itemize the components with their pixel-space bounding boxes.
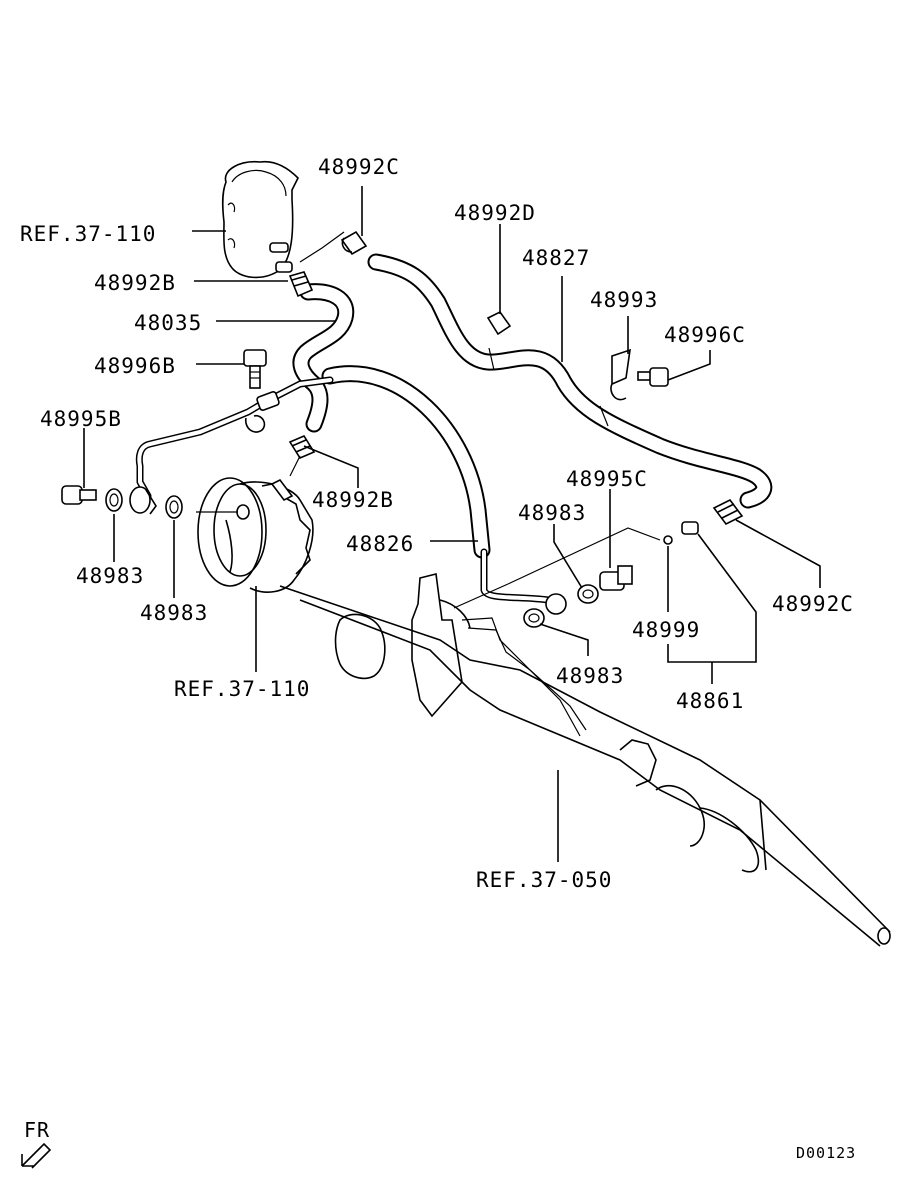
eye-bolt-48995C: [599, 565, 633, 591]
label-48983-right2: 48983: [556, 664, 624, 688]
hose-48035: [292, 283, 355, 433]
label-48992C-right: 48992C: [772, 592, 854, 616]
union-fitting-right: [545, 593, 567, 615]
label-ref-37-110-top: REF.37-110: [20, 222, 156, 246]
fitting-48861: [681, 521, 699, 535]
label-48826: 48826: [346, 532, 414, 556]
washer-48983-right1: [577, 584, 599, 604]
steering-gear: [279, 573, 891, 947]
clamp-48992B-mid: [288, 434, 316, 460]
fitting-48999: [663, 535, 673, 545]
label-48983-left2: 48983: [140, 601, 208, 625]
union-fitting-left: [129, 486, 157, 515]
label-48983-left1: 48983: [76, 564, 144, 588]
power-steering-pump: [197, 477, 314, 593]
bolt-48996C: [637, 367, 669, 387]
clamp-48992C-right: [712, 498, 744, 526]
label-48992D: 48992D: [454, 201, 536, 225]
label-48995C: 48995C: [566, 467, 648, 491]
eye-bolt-48995B: [61, 485, 97, 505]
label-48996B: 48996B: [94, 354, 176, 378]
hose-48827: [367, 253, 773, 509]
label-48992B-top: 48992B: [94, 271, 176, 295]
washer-48983-left1: [105, 488, 123, 512]
label-48999: 48999: [632, 618, 700, 642]
bracket-48993: [610, 348, 631, 401]
leader-lines: [83, 186, 821, 862]
drawing-code: D00123: [796, 1144, 856, 1162]
clamp-48992D: [486, 310, 512, 336]
fr-direction-label: FR: [24, 1118, 50, 1142]
label-ref-37-110-mid: REF.37-110: [174, 677, 310, 701]
label-48996C: 48996C: [664, 323, 746, 347]
washer-48983-left2: [165, 495, 183, 519]
label-48861: 48861: [676, 689, 744, 713]
label-48995B: 48995B: [40, 407, 122, 431]
label-48035: 48035: [134, 311, 202, 335]
fr-arrow-icon: [21, 1142, 52, 1169]
reservoir-tank: [221, 160, 299, 279]
label-48827: 48827: [522, 246, 590, 270]
hose-48826: [135, 365, 552, 604]
label-48992C-top: 48992C: [318, 155, 400, 179]
bolt-48996B: [243, 349, 267, 389]
washer-48983-right2: [523, 608, 545, 628]
label-48983-right1: 48983: [518, 501, 586, 525]
clamp-48992B-top: [288, 271, 314, 298]
clamp-48992C-top: [340, 230, 368, 256]
label-48992B-mid: 48992B: [312, 488, 394, 512]
label-48993: 48993: [590, 288, 658, 312]
label-ref-37-050: REF.37-050: [476, 868, 612, 892]
